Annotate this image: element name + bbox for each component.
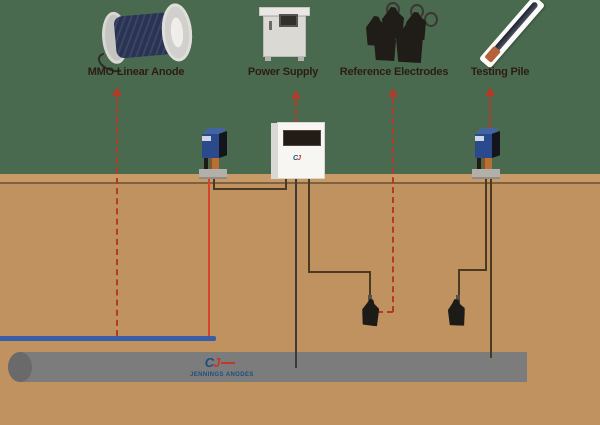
rectifier-to-electrode-cable — [369, 271, 371, 301]
junction-box-side — [492, 131, 500, 158]
callout-line-reference-electrodes — [392, 98, 394, 312]
junction-box-base — [199, 169, 227, 179]
rectifier-to-electrode-cable — [308, 271, 371, 273]
electrode-bag — [374, 29, 396, 61]
reference-electrodes-image — [366, 2, 442, 64]
power-supply-foot — [298, 57, 304, 61]
buried-linear-anode — [0, 336, 216, 341]
testing-pile-image — [477, 0, 547, 69]
arrow-up-icon — [485, 87, 495, 96]
power-supply-window — [279, 14, 298, 27]
power-supply-image — [259, 7, 310, 61]
label-power-supply: Power Supply — [247, 66, 319, 78]
junction-box-top — [202, 128, 226, 135]
junction2-to-electrode-cable — [459, 269, 486, 271]
rectifier-to-pipeline-cable — [295, 178, 297, 368]
junction2-to-electrode-cable — [458, 269, 460, 306]
callout-line-reference-electrodes-horizontal — [377, 311, 393, 313]
junction-box-post — [477, 158, 481, 171]
power-supply-handle — [269, 21, 272, 30]
arrow-up-icon — [112, 87, 122, 96]
electrode-bag-neck — [456, 295, 460, 300]
logo-company-name: JENNINGS ANODES — [190, 372, 254, 378]
rectifier-to-electrode-cable — [308, 178, 310, 273]
junction-box-side — [219, 131, 227, 158]
pipeline: CJ JENNINGS ANODES — [8, 352, 527, 382]
label-reference-electrodes: Reference Electrodes — [339, 66, 449, 78]
junction-box-nameplate — [202, 136, 211, 141]
electrode-bag-neck — [368, 295, 372, 300]
cable-spool-image — [95, 0, 197, 76]
logo-letter-j: J — [213, 355, 220, 370]
testing-pile-probe — [478, 0, 546, 69]
rectifier-cabinet: CJ — [271, 122, 326, 179]
label-mmo-linear-anode: MMO Linear Anode — [87, 66, 185, 78]
label-testing-pile: Testing Pile — [470, 66, 530, 78]
callout-line-testing-pile — [489, 97, 491, 128]
probe-rod — [493, 1, 539, 52]
junction1-to-rectifier-cable — [285, 179, 287, 190]
cabinet-display-window — [283, 130, 321, 146]
junction-box-base — [472, 169, 500, 179]
callout-line-power-supply — [295, 100, 297, 123]
bag-loop-icon — [424, 12, 438, 27]
soil-stratum-line — [0, 182, 600, 184]
junction-box-post — [483, 158, 492, 171]
arrow-up-icon — [291, 90, 301, 99]
cabinet-side — [271, 123, 277, 179]
pipeline-brand-logo: CJ JENNINGS ANODES — [190, 354, 254, 380]
junction-box-post — [210, 158, 219, 171]
logo-letter-c: C — [293, 155, 298, 162]
logo-monogram: CJ — [204, 355, 221, 370]
logo-letter-j: J — [297, 155, 301, 162]
buried-reference-electrode — [361, 299, 379, 327]
junction1-to-rectifier-cable — [213, 177, 215, 189]
arrow-up-icon — [388, 88, 398, 97]
pipeline-end-cap — [8, 352, 32, 382]
logo-tagline-rule — [221, 362, 236, 364]
callout-line-mmo-anode — [116, 97, 118, 336]
junction2-to-electrode-cable — [485, 177, 487, 271]
junction2-to-pipeline-cable — [490, 177, 492, 358]
junction-box-post — [204, 158, 208, 171]
power-supply-foot — [265, 57, 271, 61]
anode-feed-cable — [208, 177, 210, 336]
logo-letter-c: C — [204, 355, 214, 370]
buried-reference-electrode — [448, 299, 466, 327]
junction-box-top — [475, 128, 499, 135]
cabinet-brand-logo: CJ — [293, 155, 301, 162]
junction-box-nameplate — [475, 136, 484, 141]
junction-box-test-pile — [472, 128, 502, 179]
junction1-to-rectifier-cable — [213, 188, 287, 190]
junction-box-anode — [199, 128, 229, 179]
